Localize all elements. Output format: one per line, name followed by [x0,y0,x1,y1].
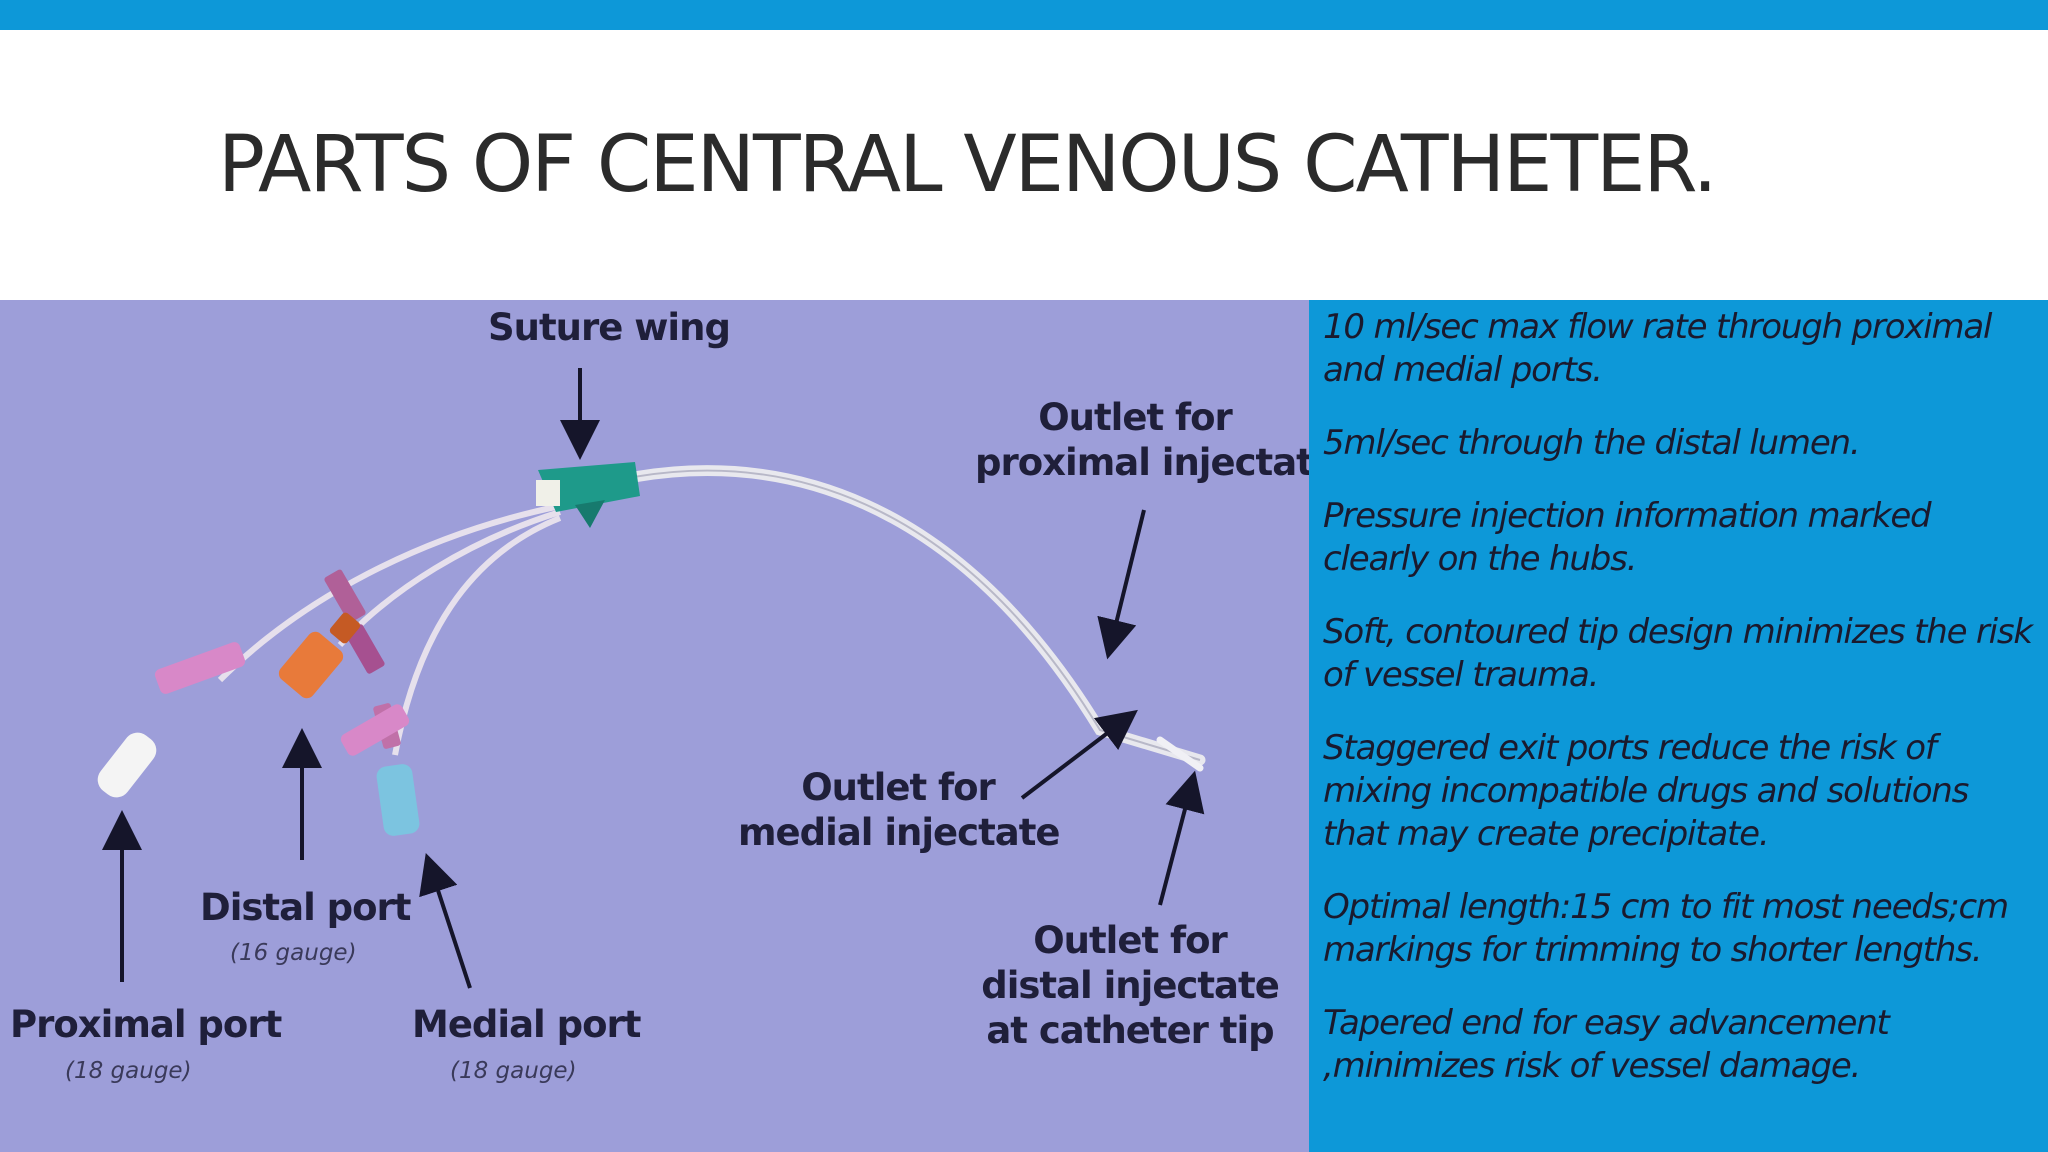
info-item-flow-rate: 10 ml/sec max flow rate through proximal… [1323,307,1992,390]
info-item-optimal-length: Optimal length:15 cm to fit most needs;c… [1323,887,2009,970]
outlet-proximal-arrow [1097,509,1146,660]
label-outlet-proximal-line-2: proximal injectate [975,441,1309,484]
catheter-illustration [97,368,1206,989]
label-outlet-medial-line-1: Outlet for [801,766,996,809]
label-outlet-distal-line-1: Outlet for [1033,919,1228,962]
label-outlet-medial-line-2: medial injectate [738,811,1061,854]
label-outlet-proximal: Outlet for proximal injectate [975,395,1309,485]
info-item-tapered-end: Tapered end for easy advancement ,minimi… [1323,1003,1890,1086]
label-proximal-port: Proximal port [10,1003,282,1046]
distal-hub [278,612,361,699]
label-outlet-distal-line-2: distal injectate [981,964,1280,1007]
suture-wing [536,462,640,528]
slide-title: PARTS OF CENTRAL VENOUS CATHETER. [218,120,1718,210]
info-item-pressure-info: Pressure injection information marked cl… [1323,496,1932,579]
medial-hub [340,704,420,836]
label-outlet-medial: Outlet for medial injectate [738,765,1061,855]
outlet-medial-arrow [1020,709,1138,800]
medial-port-arrow [419,852,472,989]
label-outlet-distal: Outlet for distal injectate at catheter … [970,918,1290,1053]
label-outlet-distal-line-3: at catheter tip [986,1009,1274,1052]
label-distal-port: Distal port [200,886,411,929]
label-medial-port: Medial port [412,1003,641,1046]
medial-line [392,515,562,756]
label-outlet-proximal-line-1: Outlet for [1038,396,1233,439]
label-medial-gauge: (18 gauge) [450,1058,577,1084]
info-panel: 10 ml/sec max flow rate through proximal… [1309,300,2048,1152]
info-item-staggered-ports: Staggered exit ports reduce the risk of … [1323,728,1969,854]
proximal-clamp [324,569,366,623]
proximal-line [217,503,561,683]
info-item-distal-flow: 5ml/sec through the distal lumen. [1323,423,1861,463]
outlet-distal-arrow [1158,770,1205,906]
proximal-hub [97,642,246,798]
catheter-tip [1156,736,1204,772]
distal-clamp [345,624,385,674]
label-distal-gauge: (16 gauge) [230,940,357,966]
distal-line [337,509,561,648]
catheter-body [594,465,1206,766]
label-suture-wing: Suture wing [488,306,731,349]
info-item-tip-design: Soft, contoured tip design minimizes the… [1323,612,2033,695]
label-proximal-gauge: (18 gauge) [65,1058,192,1084]
catheter-diagram: Suture wing Outlet for proximal injectat… [0,300,1309,1152]
top-accent-bar [0,0,2048,30]
